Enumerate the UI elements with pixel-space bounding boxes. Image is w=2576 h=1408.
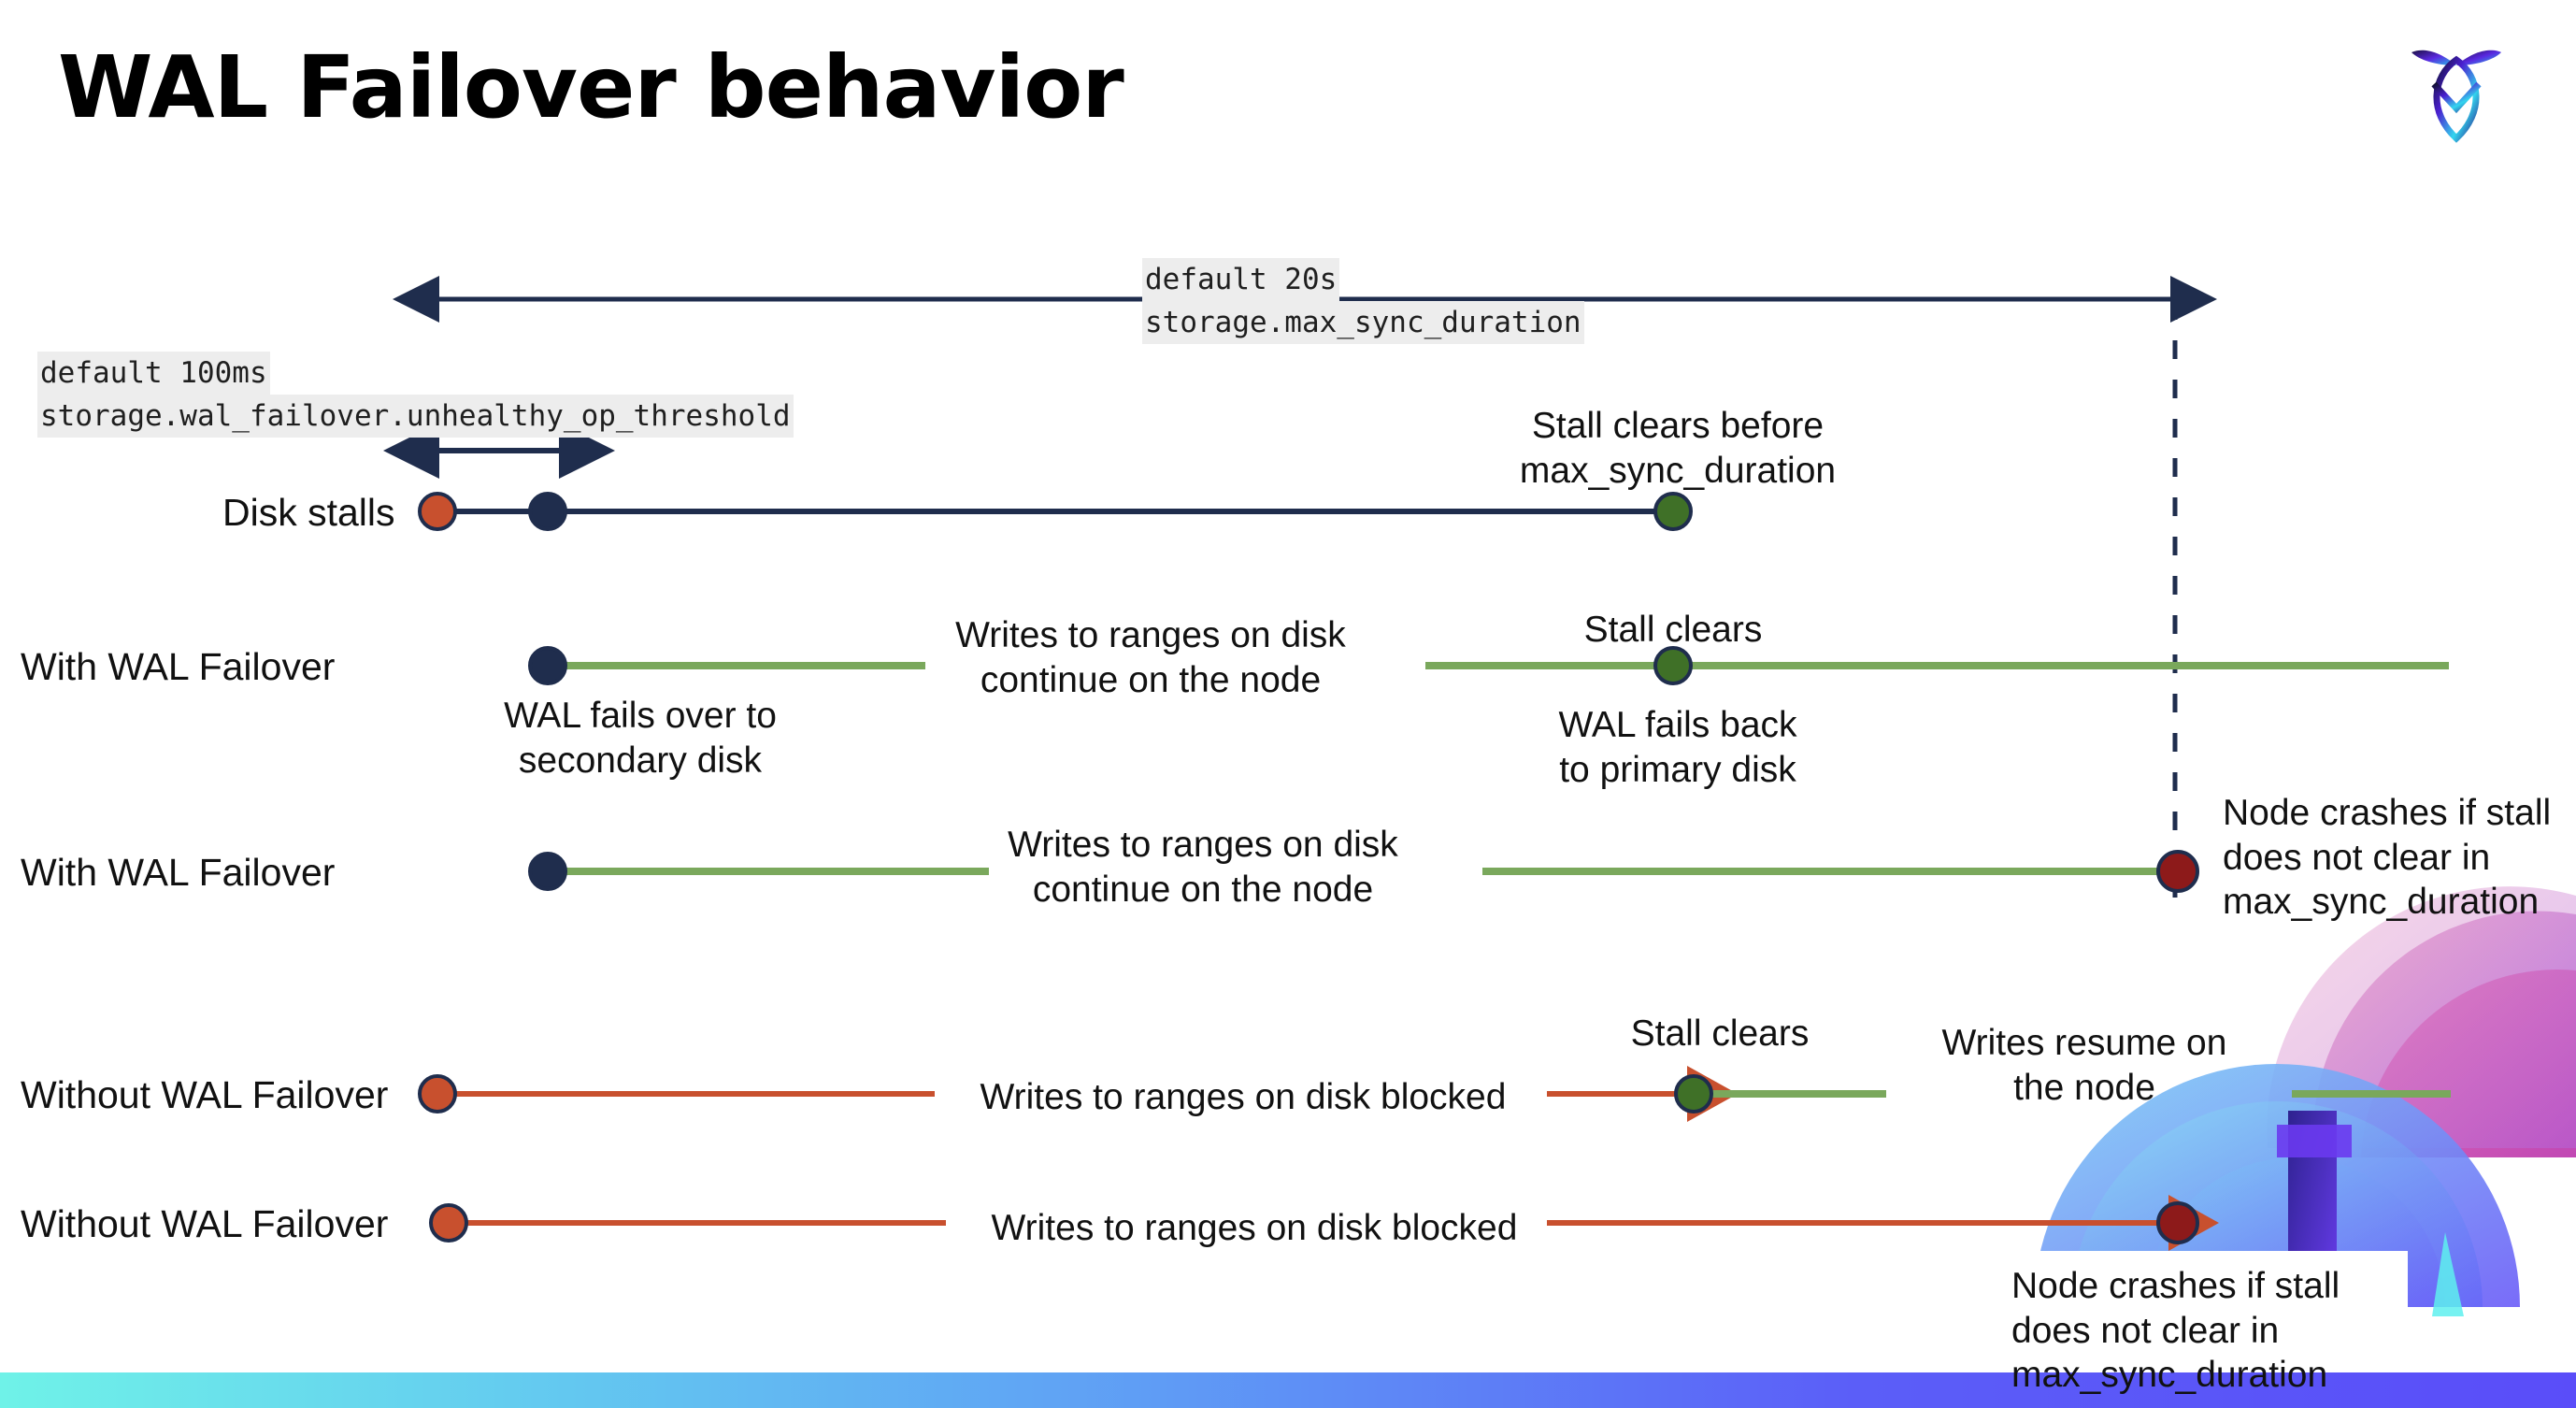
page-title: WAL Failover behavior <box>58 37 1124 137</box>
marker-stall-start <box>429 1203 468 1243</box>
annotation-wal-fails-back: WAL fails back to primary disk <box>1558 705 1797 790</box>
annotation-node-crashes-row5: Node crashes if stall does not clear in … <box>2011 1266 2340 1396</box>
row-label-without-wal-failover-crash: Without WAL Failover <box>21 1202 389 1245</box>
bottom-gradient-bar <box>0 1372 2576 1408</box>
row-label-with-wal-failover-crash: With WAL Failover <box>21 851 336 894</box>
row-without-wal-failover-crash-track <box>429 1195 2219 1251</box>
setting-default-max-sync-duration: default 20s <box>1142 258 1340 302</box>
row-label-disk-stalls: Disk stalls <box>222 491 395 534</box>
annotation-wal-fails-over: WAL fails over to secondary disk <box>504 696 777 781</box>
cockroachdb-logo-icon <box>2391 28 2522 150</box>
annotation-writes-blocked-row4: Writes to ranges on disk blocked <box>980 1077 1507 1117</box>
row-with-wal-failover-crash-track <box>528 850 2199 893</box>
marker-failover-point <box>528 492 567 531</box>
annotation-stall-clears-row2: Stall clears <box>1583 610 1763 650</box>
marker-stall-clears <box>1653 492 1693 531</box>
marker-failover-point <box>528 852 567 891</box>
marker-stall-clears <box>1674 1074 1713 1113</box>
setting-label-unhealthy-op-threshold: default 100ms storage.wal_failover.unhea… <box>37 352 794 438</box>
annotation-stall-clears-before-max-sync: Stall clears before max_sync_duration <box>1519 406 1837 491</box>
setting-default-unhealthy-op-threshold: default 100ms <box>37 352 270 395</box>
marker-stall-start <box>418 1074 457 1113</box>
marker-node-crash <box>2156 850 2199 893</box>
setting-label-max-sync-duration: default 20s storage.max_sync_duration <box>1142 258 1584 345</box>
marker-node-crash <box>2156 1201 2199 1244</box>
setting-name-unhealthy-op-threshold: storage.wal_failover.unhealthy_op_thresh… <box>37 395 794 438</box>
row-label-with-wal-failover-clears: With WAL Failover <box>21 645 336 688</box>
annotation-stall-clears-row4: Stall clears <box>1630 1013 1810 1054</box>
row-with-wal-failover-clears-track <box>528 646 2449 685</box>
marker-stall-clears <box>1653 646 1693 685</box>
annotation-writes-resume: Writes resume on the node <box>1941 1023 2227 1108</box>
row-without-wal-failover-clears-track <box>418 1066 2451 1122</box>
row-label-without-wal-failover-clears: Without WAL Failover <box>21 1073 389 1116</box>
row-disk-stalls-track <box>418 492 1693 531</box>
annotation-writes-continue-row2: Writes to ranges on disk continue on the… <box>955 615 1346 700</box>
annotation-writes-blocked-row5: Writes to ranges on disk blocked <box>991 1208 1518 1248</box>
setting-name-max-sync-duration: storage.max_sync_duration <box>1142 301 1584 345</box>
annotation-node-crashes-row3: Node crashes if stall does not clear in … <box>2223 793 2552 923</box>
annotation-writes-continue-row3: Writes to ranges on disk continue on the… <box>1008 825 1398 910</box>
marker-stall-start <box>418 492 457 531</box>
marker-failover-point <box>528 646 567 685</box>
